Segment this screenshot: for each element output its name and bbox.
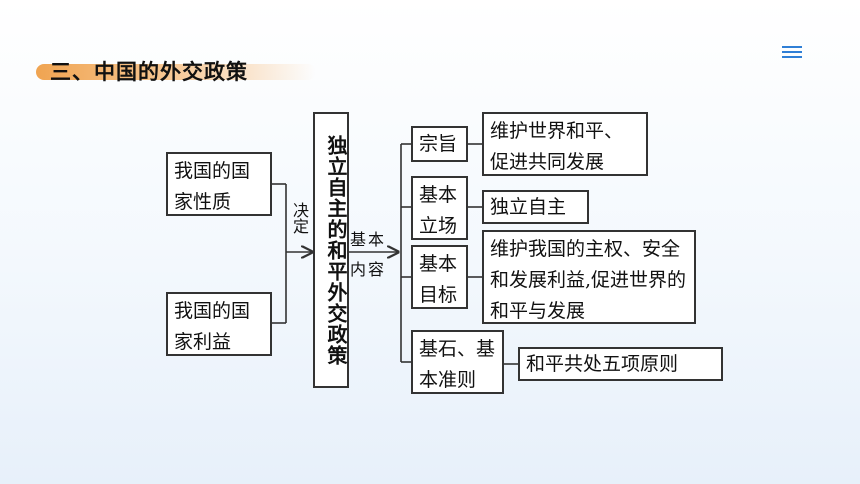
category-purpose: 宗旨 <box>411 126 468 162</box>
center-policy-box: 独立自主的和平外交政策 <box>313 112 349 388</box>
section-title: 三、中国的外交政策 <box>50 60 248 84</box>
category-goal: 基本目标 <box>411 245 468 309</box>
category-cornerstone: 基石、基本准则 <box>411 330 504 394</box>
section-header: 三、中国的外交政策 <box>36 54 326 88</box>
detail-cornerstone: 和平共处五项原则 <box>518 347 723 381</box>
decide-label: 决定 <box>290 202 309 234</box>
menu-icon[interactable] <box>782 46 802 60</box>
basic-label: 基本 <box>350 230 387 249</box>
detail-goal: 维护我国的主权、安全和发展利益,促进世界的和平与发展 <box>482 230 696 324</box>
content-label: 内容 <box>350 260 387 279</box>
detail-stance: 独立自主 <box>482 190 589 224</box>
input-box-national-interest: 我国的国家利益 <box>166 292 272 356</box>
detail-purpose: 维护世界和平、促进共同发展 <box>482 112 648 176</box>
input-box-national-nature: 我国的国家性质 <box>166 152 272 216</box>
header-accent-bar <box>36 64 316 80</box>
category-stance: 基本立场 <box>411 176 468 240</box>
